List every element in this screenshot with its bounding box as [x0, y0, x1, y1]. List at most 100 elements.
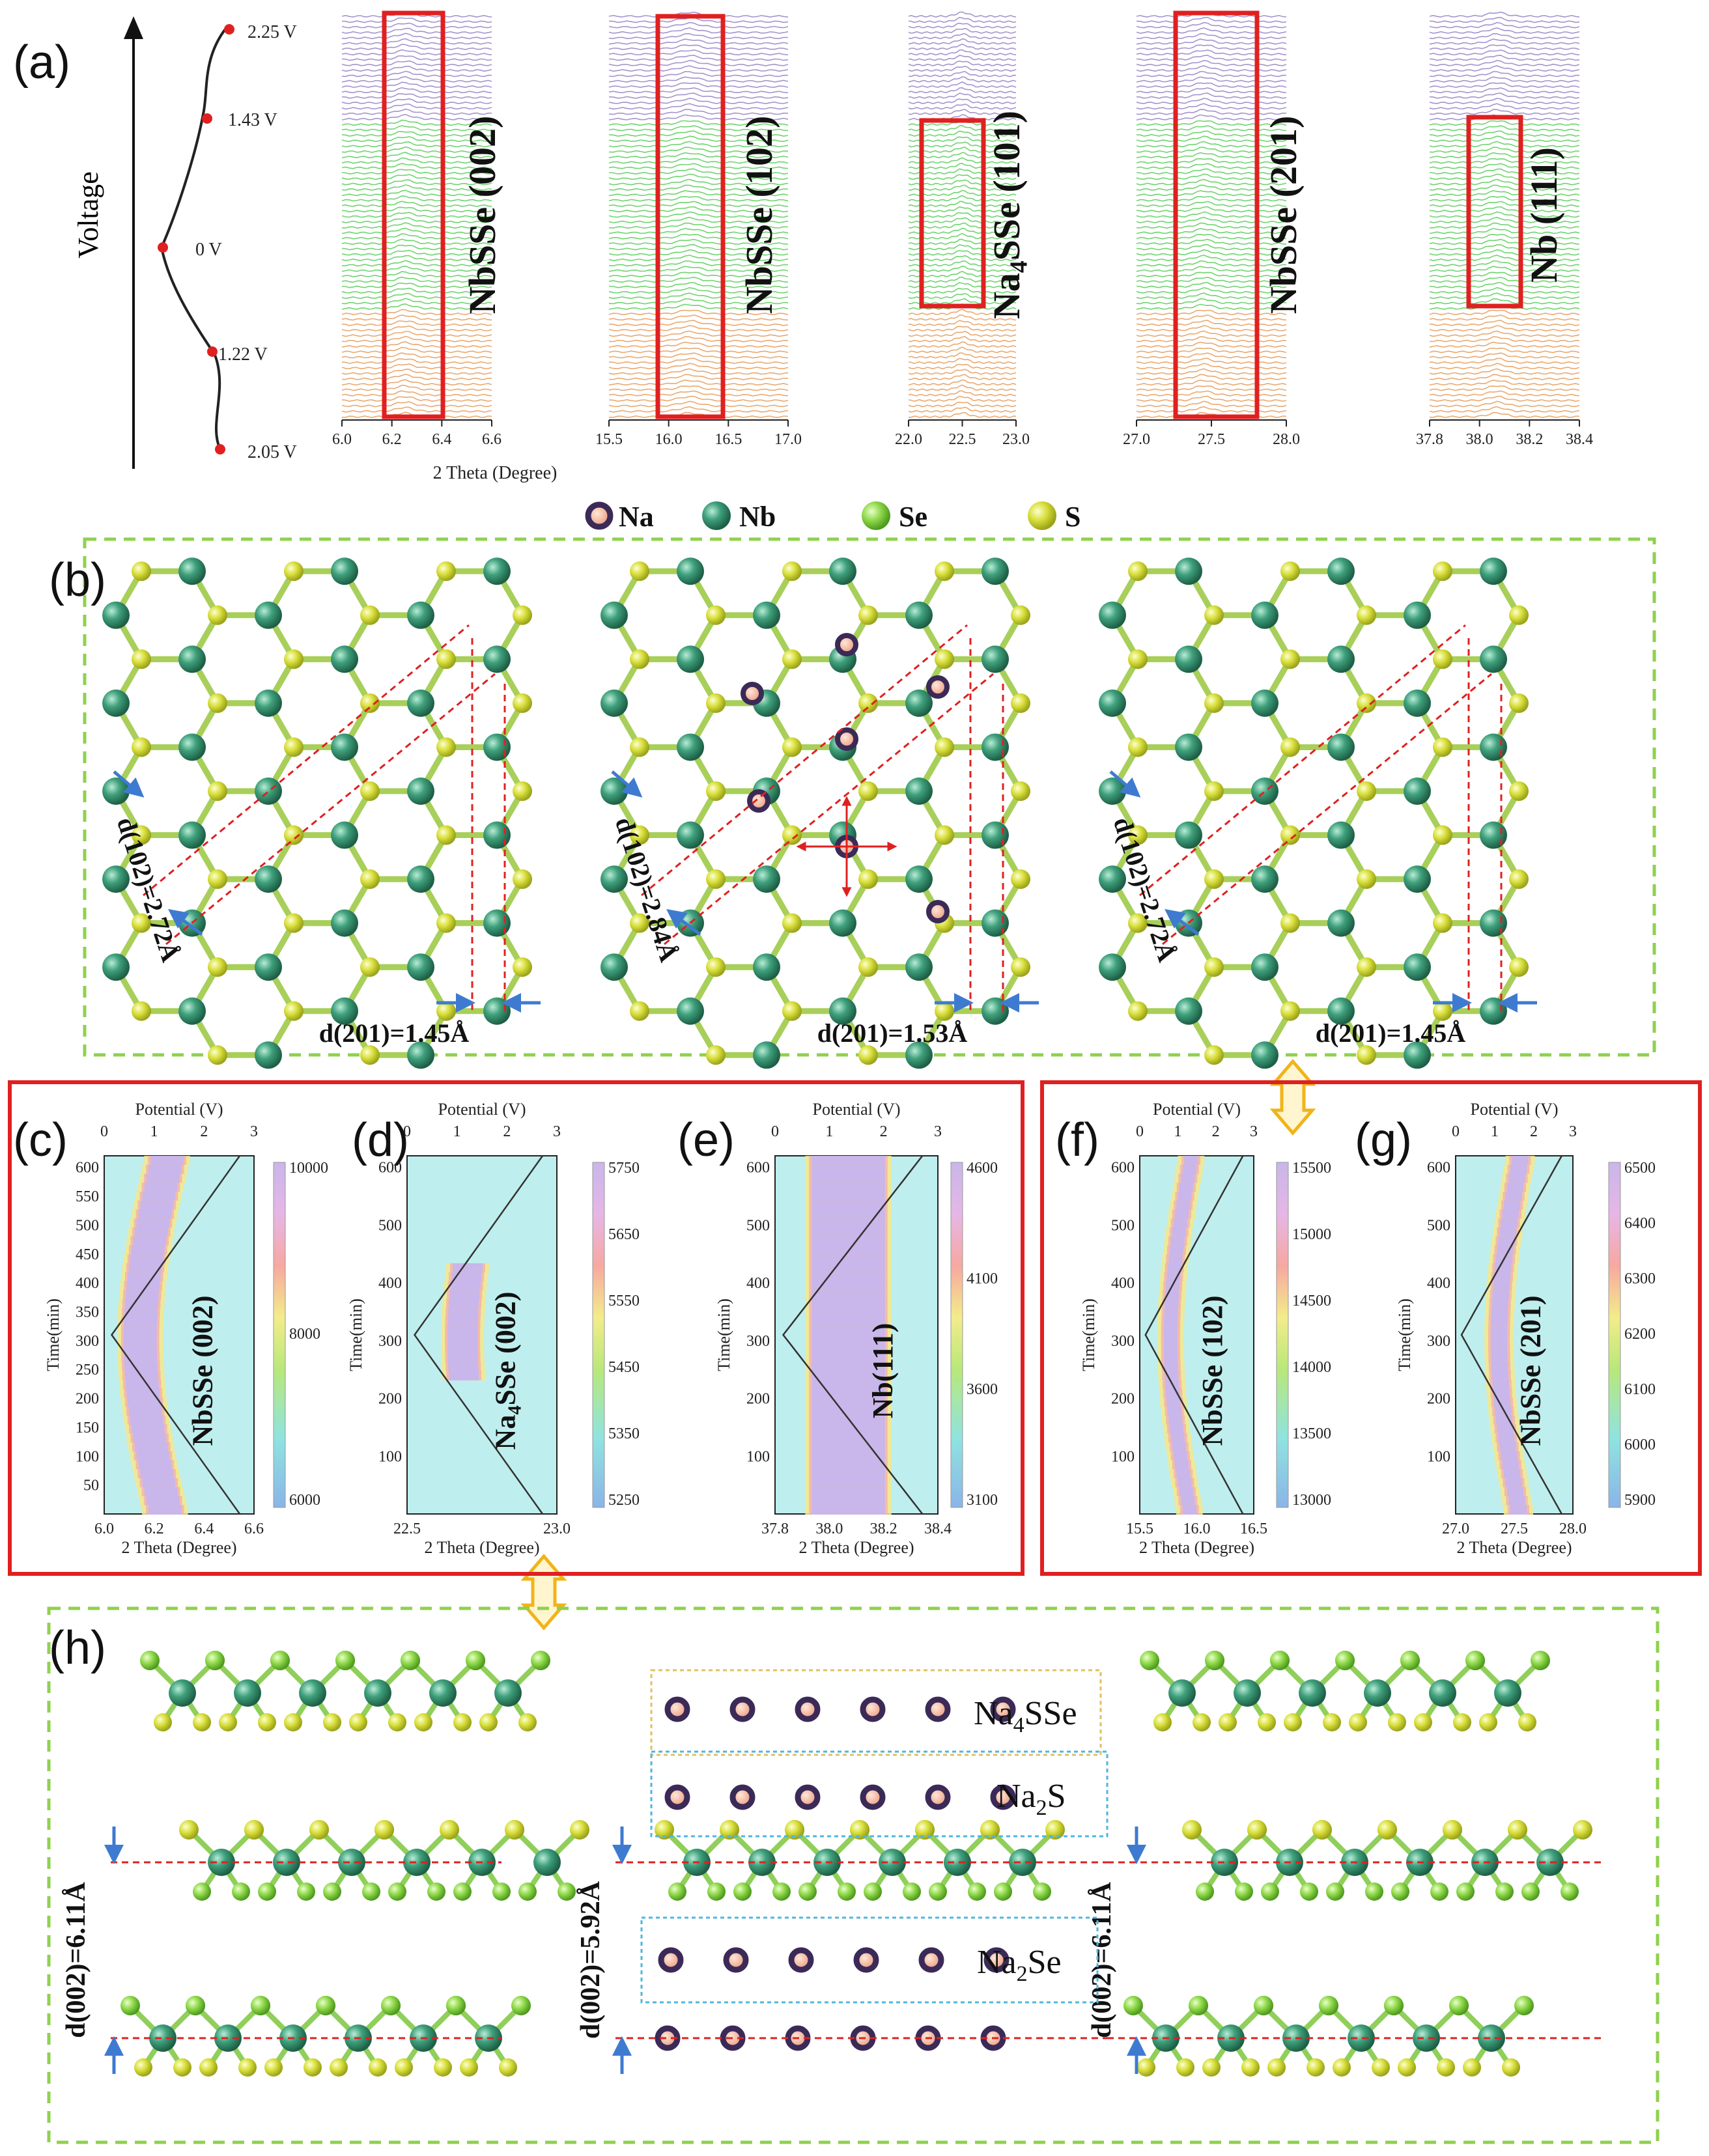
s-atom: [630, 913, 649, 933]
xrd-trace: [608, 330, 789, 337]
xrd-trace: [341, 282, 492, 288]
na4sse-label: Na4SSe: [974, 1695, 1077, 1737]
nb-atom: [338, 1849, 365, 1876]
xrd-trace: [1136, 368, 1287, 375]
xrd-trace: [341, 238, 492, 245]
xrd-trace: [1136, 141, 1287, 148]
xrd-trace: [608, 357, 789, 364]
xrd-trace: [908, 60, 1017, 66]
xrd-trace: [1136, 238, 1287, 245]
xrd-trace: [1429, 287, 1580, 294]
nb-atom: [1404, 601, 1431, 629]
nb-atom: [255, 865, 282, 893]
nb-atom: [1168, 1679, 1196, 1707]
chalcogen-atom: [1465, 1651, 1485, 1670]
xrd-trace: [341, 104, 492, 110]
xrd-trace: [908, 384, 1017, 391]
potential-axis-label: Potential (V): [812, 1100, 900, 1119]
chalcogen-atom: [1414, 1713, 1432, 1731]
s-atom: [360, 1045, 380, 1065]
potential-tick-label: 3: [934, 1123, 942, 1140]
contour-band: [1164, 1317, 1178, 1327]
xrd-trace: [608, 363, 789, 370]
theta-axis-label: 2 Theta (Degree): [424, 1538, 539, 1557]
nb-atom: [1327, 997, 1355, 1025]
xrd-trace: [341, 55, 492, 61]
na-atom: [795, 1696, 821, 1722]
xrd-trace: [608, 16, 789, 23]
nb-atom: [1404, 953, 1431, 981]
red-frame-right: [1040, 1080, 1702, 1576]
xrd-trace: [341, 363, 492, 370]
xrd-trace: [1429, 152, 1580, 159]
chalcogen-atom: [414, 1713, 432, 1731]
xrd-trace: [1429, 27, 1580, 34]
contour-band: [1491, 1335, 1508, 1345]
chalcogen-atom: [980, 1820, 1000, 1840]
xrd-trace: [1429, 352, 1580, 359]
chalcogen-atom: [1267, 2058, 1286, 2077]
contour-band: [136, 1218, 170, 1228]
xrd-trace: [1429, 395, 1580, 402]
label-part: Na: [985, 273, 1028, 319]
xrd-highlight-box: [1466, 115, 1523, 309]
xrd-trace: [1136, 196, 1287, 202]
s-atom: [132, 737, 151, 757]
na-atom: [729, 1784, 756, 1810]
chalcogen-atom: [1521, 1883, 1540, 1901]
colorbar-tick-label: 5650: [608, 1226, 640, 1243]
xrd-trace: [1136, 38, 1287, 45]
s-legend-icon: [1028, 501, 1056, 530]
s-atom: [706, 605, 726, 625]
xrd-trace: [1429, 228, 1580, 234]
xrd-trace: [608, 249, 789, 256]
time-tick-label: 600: [1427, 1160, 1450, 1177]
contour-band: [1495, 1263, 1512, 1273]
xrd-trace: [608, 216, 789, 223]
xrd-trace: [341, 163, 492, 169]
xrd-trace: [608, 352, 789, 359]
contour-band: [130, 1415, 163, 1425]
nb-atom: [1348, 2024, 1375, 2052]
na2s-label: Na2S: [996, 1778, 1066, 1820]
contour-band: [812, 1290, 885, 1300]
xrd-trace: [1429, 92, 1580, 99]
theta-tick-label: 38.2: [870, 1520, 897, 1537]
xrd-trace: [341, 27, 492, 34]
chalcogen-atom: [244, 1820, 264, 1840]
nb-atom: [1251, 865, 1278, 893]
nb-atom: [1251, 601, 1278, 629]
s-atom: [436, 825, 456, 845]
contour-band: [1497, 1424, 1514, 1435]
xrd-trace: [608, 272, 789, 277]
nb-atom: [255, 1041, 282, 1069]
d201-label: d(201)=1.53Å: [817, 1018, 968, 1048]
contour-band: [812, 1200, 885, 1211]
chalcogen-atom: [238, 2058, 257, 2077]
s-atom: [858, 781, 878, 801]
nb-atom: [600, 777, 628, 805]
contour-band: [1173, 1218, 1187, 1228]
na-legend-icon: [585, 501, 614, 530]
xrd-trace: [608, 276, 789, 283]
time-tick-label: 250: [76, 1362, 99, 1379]
contour-band: [1502, 1460, 1519, 1470]
contour-band: [812, 1352, 885, 1363]
xrd-trace: [608, 347, 789, 354]
nb-atom: [1364, 1679, 1391, 1707]
label-subscript: 4: [505, 1405, 525, 1414]
chalcogen-atom: [1400, 1651, 1420, 1670]
xrd-trace: [1429, 49, 1580, 56]
xrd-trace: [341, 384, 492, 391]
chalcogen-atom: [316, 1996, 335, 2015]
potential-tick-label: 3: [250, 1123, 258, 1140]
xrd-trace: [1429, 282, 1580, 288]
time-axis-label: Time(min): [44, 1298, 63, 1371]
contour-plane-label: NbSSe (201): [1515, 1295, 1547, 1446]
xrd-trace: [908, 244, 1017, 251]
contour-band: [812, 1407, 885, 1416]
contour-band: [1512, 1156, 1529, 1166]
contour-band: [1499, 1442, 1516, 1452]
potential-tick-label: 1: [825, 1123, 833, 1140]
nb-atom: [1480, 645, 1507, 673]
